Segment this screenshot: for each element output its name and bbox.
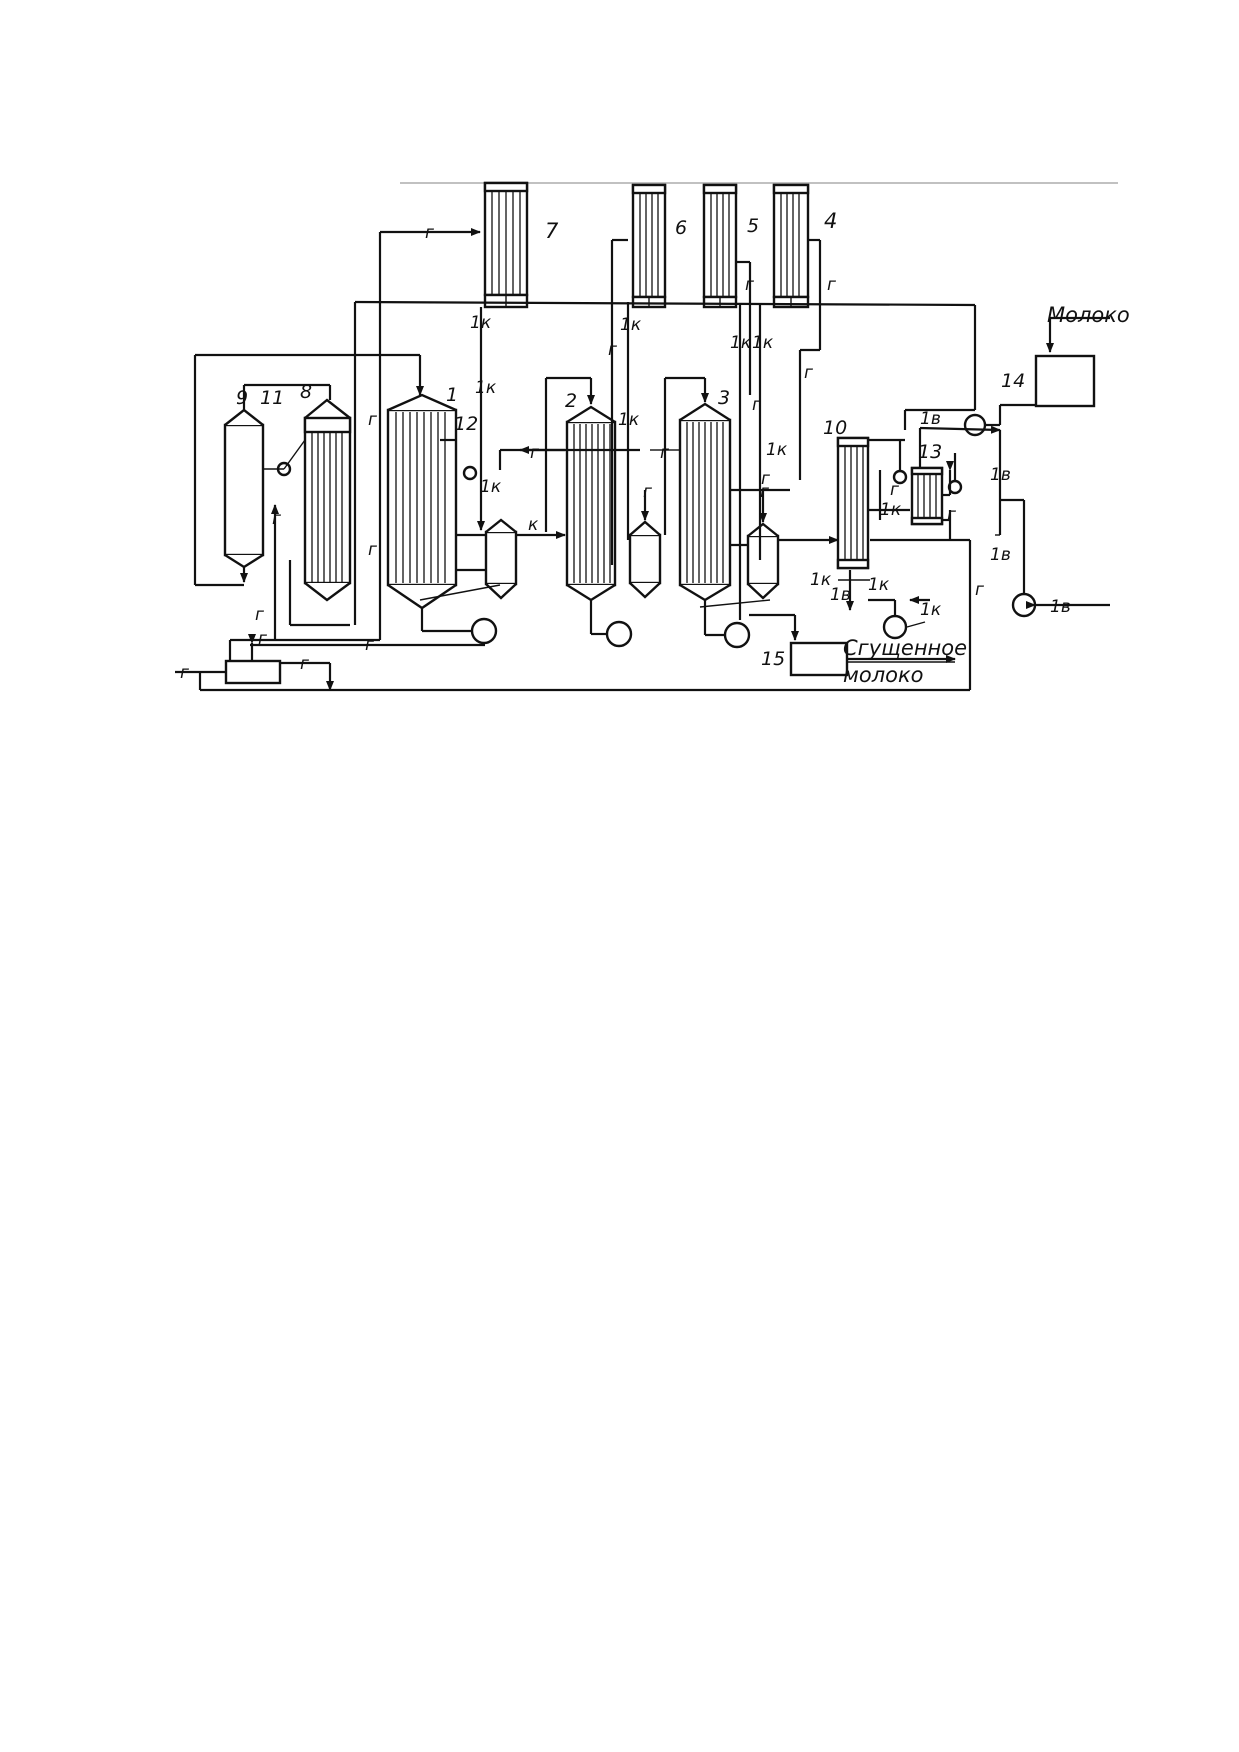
label-g: г: [365, 635, 374, 655]
label-4: 4: [824, 209, 837, 233]
label-1k: 1к: [868, 575, 890, 595]
label-milk: Молоко: [1047, 303, 1130, 327]
label-condensed-2: молоко: [843, 663, 924, 687]
label-g: г: [643, 482, 652, 502]
label-1k: 1к: [752, 333, 774, 353]
condenser-7: [483, 181, 529, 309]
label-g: г: [180, 663, 189, 683]
label-g: г: [760, 482, 769, 502]
tank-14: [1034, 354, 1096, 408]
label-2: 2: [565, 390, 577, 412]
separator-2: [628, 520, 662, 599]
label-g: г: [272, 509, 281, 529]
label-15: 15: [761, 648, 785, 670]
collector-box: [224, 659, 282, 685]
pump-3: [723, 621, 751, 649]
tank-15: [789, 641, 849, 677]
pump-2: [605, 620, 633, 648]
label-g: г: [827, 275, 836, 295]
label-1v: 1в: [1050, 597, 1071, 617]
label-g: г: [608, 340, 617, 360]
label-11: 11: [260, 387, 284, 409]
label-1v: 1в: [830, 585, 851, 605]
label-g: г: [975, 580, 984, 600]
label-8: 8: [300, 381, 312, 403]
injector-12: [462, 465, 478, 481]
label-g: г: [890, 480, 899, 500]
evaporator-1: [386, 393, 458, 610]
label-10: 10: [823, 417, 847, 439]
label-g: г: [745, 275, 754, 295]
condenser-4: [772, 183, 810, 309]
label-1k: 1к: [620, 315, 642, 335]
label-1k: 1к: [810, 570, 832, 590]
label-1k: 1к: [880, 500, 902, 520]
label-g: г: [947, 505, 956, 525]
vessel-9: [223, 408, 265, 583]
piping: [175, 228, 1110, 692]
pump-condensate: [882, 614, 908, 640]
label-condensed-1: Сгущенное: [843, 636, 967, 660]
pump-water: [1011, 592, 1037, 618]
label-6: 6: [675, 217, 687, 239]
label-12: 12: [454, 413, 478, 435]
label-1: 1: [446, 384, 458, 406]
heater-8: [303, 398, 352, 602]
evaporator-3: [678, 402, 732, 602]
label-g: г: [761, 469, 770, 489]
label-1v: 1в: [990, 545, 1011, 565]
label-9: 9: [236, 387, 248, 409]
label-5: 5: [747, 215, 759, 237]
evaporator-2: [565, 405, 617, 602]
label-1k: 1к: [475, 378, 497, 398]
label-14: 14: [1001, 370, 1025, 392]
label-g: г: [660, 443, 669, 463]
label-g: г: [368, 410, 377, 430]
labels: Молоко Сгущенное молоко 1 2 3 4 5 6 7 8 …: [180, 209, 1130, 687]
label-g: г: [368, 540, 377, 560]
label-k: к: [528, 515, 539, 535]
separator-3: [746, 522, 780, 600]
label-g: г: [258, 629, 267, 649]
condenser-5: [702, 183, 738, 309]
pump-milk: [963, 413, 987, 437]
label-3: 3: [718, 387, 730, 409]
label-g: г: [425, 223, 434, 243]
label-1k: 1к: [730, 333, 752, 353]
injector-13a: [892, 469, 908, 485]
label-1k: 1к: [766, 440, 788, 460]
label-7: 7: [545, 219, 559, 243]
heater-13: [910, 466, 944, 526]
label-g: г: [530, 443, 539, 463]
label-13: 13: [918, 441, 942, 463]
pump-1: [470, 617, 498, 645]
label-1k: 1к: [470, 313, 492, 333]
label-1k: 1к: [618, 410, 640, 430]
separator-1: [484, 518, 518, 600]
label-1k: 1к: [480, 477, 502, 497]
label-1k: 1к: [920, 600, 942, 620]
label-1v: 1в: [920, 409, 941, 429]
label-g: г: [300, 654, 309, 674]
label-1v: 1в: [990, 465, 1011, 485]
heater-10: [836, 436, 870, 570]
condenser-6: [631, 183, 667, 309]
label-g: г: [752, 395, 761, 415]
label-g: г: [255, 605, 264, 625]
label-g: г: [804, 363, 813, 383]
